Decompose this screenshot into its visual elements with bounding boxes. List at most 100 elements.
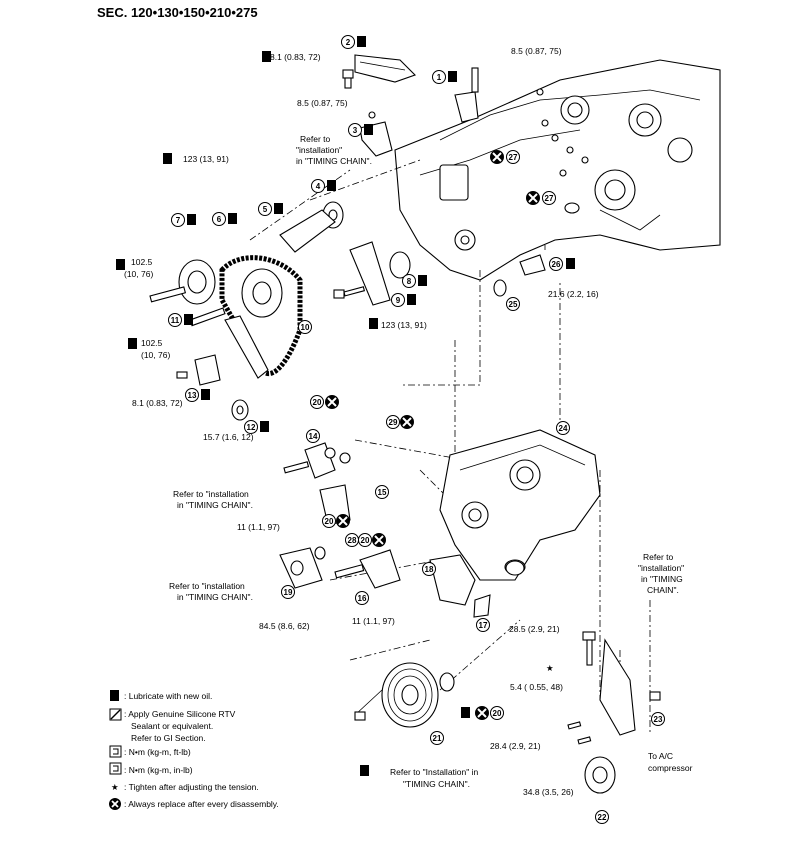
legend: : Lubricate with new oil. : Apply Genuin…: [109, 690, 279, 810]
ref-note: To A/C: [648, 751, 673, 761]
svg-text:10: 10: [301, 323, 310, 332]
bracket-19: [279, 546, 326, 589]
part-12-label: 12: [244, 420, 258, 434]
ref-note: in "TIMING CHAIN".: [177, 500, 253, 510]
torque-label: 8.5 (0.87, 75): [511, 46, 562, 56]
svg-text:1: 1: [437, 73, 442, 82]
idler-bracket-23: [582, 631, 661, 736]
part-13-label: 13: [185, 388, 199, 402]
svg-text:20: 20: [313, 398, 322, 407]
replace-icon: [490, 150, 504, 164]
svg-text:12: 12: [247, 423, 256, 432]
svg-text:7: 7: [176, 216, 181, 225]
ref-note: in "TIMING: [641, 574, 683, 584]
ref-note: Refer to: [300, 134, 331, 144]
tensioner-1: [454, 67, 479, 123]
part-23-label: 23: [651, 712, 665, 726]
svg-text:20: 20: [325, 517, 334, 526]
svg-text:16: 16: [358, 594, 367, 603]
svg-text:8: 8: [407, 277, 412, 286]
svg-text:6: 6: [217, 215, 222, 224]
chain-5: [279, 209, 336, 253]
svg-text:17: 17: [479, 621, 488, 630]
torque-label: 28.5 (2.9, 21): [509, 624, 560, 634]
bolt-123-mid: [333, 286, 366, 299]
part-11-label: 11: [168, 313, 182, 327]
part-5-label: 5: [258, 202, 272, 216]
bolt-small-top: [342, 69, 354, 89]
svg-text:20: 20: [493, 709, 502, 718]
part-20-label-d: 20: [490, 706, 504, 720]
svg-text:4: 4: [316, 182, 321, 191]
part-16-label: 16: [355, 591, 369, 605]
legend-item: Refer to GI Section.: [131, 733, 206, 743]
part-1-label: 1: [432, 70, 446, 84]
seal-17: [473, 594, 491, 618]
torque-nm-icon: [109, 745, 122, 758]
svg-text:21: 21: [433, 734, 442, 743]
svg-text:28: 28: [348, 536, 357, 545]
torque-label: 5.4 ( 0.55, 48): [510, 682, 563, 692]
part-2-label: 2: [341, 35, 355, 49]
replace-icon: [475, 706, 489, 720]
timing-chain-10: [219, 255, 303, 377]
part-22-label: 22: [595, 810, 609, 824]
torque-label: 11 (1.1, 97): [237, 522, 280, 532]
svg-text:27: 27: [509, 153, 518, 162]
star-icon: ★: [111, 782, 119, 792]
replace-icon: [336, 514, 350, 528]
symbol-icons: [116, 36, 575, 776]
engine-block: [394, 59, 721, 281]
oil-seal-25: [493, 279, 507, 297]
part-20-label-a: 20: [310, 395, 324, 409]
cover-18: [429, 554, 476, 606]
part-21-label: 21: [430, 731, 444, 745]
part-numbers: 2 1 3 4 5 6 7 8 9 10 11 12 13 14 15 16 1…: [168, 35, 665, 824]
replace-icon: [325, 395, 339, 409]
part-25-label: 25: [506, 297, 520, 311]
part-27-label-b: 27: [542, 191, 556, 205]
torque-label: 8.1 (0.83, 72): [270, 52, 321, 62]
torque-label: 21.6 (2.2, 16): [548, 289, 599, 299]
legend-item: : N•m (kg-m, ft-lb): [124, 747, 191, 757]
part-7-label: 7: [171, 213, 185, 227]
tensioner-14: [283, 442, 351, 479]
part-9-label: 9: [391, 293, 405, 307]
chain-9: [349, 241, 411, 306]
torque-label: 8.5 (0.87, 75): [297, 98, 348, 108]
svg-text:13: 13: [188, 391, 197, 400]
tensioner-16: [334, 549, 401, 589]
torque-label: 15.7 (1.6, 12): [203, 432, 254, 442]
sprocket-7: [149, 259, 216, 305]
crank-pulley-21: [354, 662, 439, 728]
torque-label: 11 (1.1, 97): [352, 616, 395, 626]
svg-text:14: 14: [309, 432, 318, 441]
oil-seal-20: [439, 672, 455, 692]
part-26-label: 26: [549, 257, 563, 271]
sealant-icon: [109, 708, 122, 721]
svg-text:29: 29: [389, 418, 398, 427]
part-15-label: 15: [375, 485, 389, 499]
svg-text:20: 20: [361, 536, 370, 545]
ref-note: CHAIN".: [647, 585, 679, 595]
replace-icon: [109, 798, 121, 810]
part-14-label: 14: [306, 429, 320, 443]
torque-label: 84.5 (8.6, 62): [259, 621, 310, 631]
legend-item: : Tighten after adjusting the tension.: [124, 782, 259, 792]
ref-note: Refer to "Installation" in: [390, 767, 479, 777]
part-10-label: 10: [298, 320, 312, 334]
legend-item: : Lubricate with new oil.: [124, 691, 212, 701]
svg-text:11: 11: [171, 316, 180, 325]
svg-text:2: 2: [346, 38, 351, 47]
svg-text:25: 25: [509, 300, 518, 309]
chain-guide-2: [354, 54, 417, 83]
torque-label: 102.5: [141, 338, 163, 348]
ref-note: "installation": [296, 145, 342, 155]
replace-icon: [526, 191, 540, 205]
part-6-label: 6: [212, 212, 226, 226]
svg-text:24: 24: [559, 424, 568, 433]
ref-note: compressor: [648, 763, 693, 773]
svg-text:18: 18: [425, 565, 434, 574]
svg-text:27: 27: [545, 194, 554, 203]
replace-icon: [372, 533, 386, 547]
